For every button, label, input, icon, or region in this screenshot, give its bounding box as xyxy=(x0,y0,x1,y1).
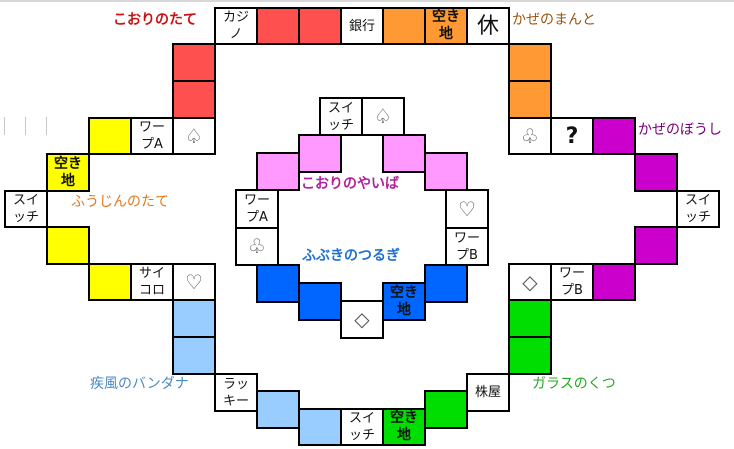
property-square-blue[interactable] xyxy=(424,264,468,303)
vacant-lot-square-green[interactable]: 空き 地 xyxy=(382,408,426,446)
label-kori-no-tate: こおりのたて xyxy=(113,12,197,28)
property-square-purple[interactable] xyxy=(634,153,678,192)
diamond-icon: ◇ xyxy=(522,269,538,294)
grid-tick xyxy=(46,117,47,135)
vacant-lot-square-blue[interactable]: 空き 地 xyxy=(382,282,426,321)
property-square-red[interactable] xyxy=(172,43,216,82)
dice-square[interactable]: サイ コロ xyxy=(130,263,174,301)
label-garasu-no-kutsu: ガラスのくつ xyxy=(532,376,616,392)
property-square-light-blue[interactable] xyxy=(172,336,216,375)
property-square-pink[interactable] xyxy=(424,152,468,191)
property-square-purple[interactable] xyxy=(592,117,636,155)
label-fubuki-no-tsurugi: ふぶきのつるぎ xyxy=(302,248,400,264)
grid-tick xyxy=(4,117,5,135)
property-square-green[interactable] xyxy=(424,390,468,429)
warp-a-square[interactable]: ワー プA xyxy=(130,117,174,155)
label-hayate-no-bandana: 疾風のバンダナ xyxy=(90,376,189,392)
property-square-yellow[interactable] xyxy=(88,117,132,155)
property-square-yellow[interactable] xyxy=(46,226,90,265)
bank-square[interactable]: 銀行 xyxy=(340,7,384,45)
grid-tick xyxy=(25,117,26,135)
property-square-orange[interactable] xyxy=(508,43,552,82)
club-icon: ♧ xyxy=(248,234,266,258)
inner-diamond-card-square[interactable]: ◇ xyxy=(340,300,384,339)
inner-switch-square[interactable]: スイ ッチ xyxy=(319,97,363,136)
property-square-red[interactable] xyxy=(172,80,216,119)
heart-icon: ♡ xyxy=(185,269,203,294)
property-square-pink[interactable] xyxy=(382,134,426,173)
property-square-yellow[interactable] xyxy=(88,263,132,301)
question-square[interactable]: ? xyxy=(550,117,594,155)
heart-icon: ♡ xyxy=(458,196,476,221)
property-square-green[interactable] xyxy=(508,336,552,375)
spade-card-square[interactable]: ♤ xyxy=(172,117,216,155)
property-square-red[interactable] xyxy=(256,7,300,45)
label-kaze-no-manto: かぜのまんと xyxy=(512,12,596,28)
property-square-purple[interactable] xyxy=(634,226,678,265)
property-square-red[interactable] xyxy=(298,7,342,45)
casino-square[interactable]: カジ ノ xyxy=(214,7,258,45)
lucky-square[interactable]: ラッ キー xyxy=(214,373,258,412)
property-square-pink[interactable] xyxy=(256,152,300,191)
switch-square-bottom[interactable]: スイ ッチ xyxy=(340,408,384,446)
spade-icon: ♤ xyxy=(185,123,203,148)
vacant-lot-square-yellow[interactable]: 空き 地 xyxy=(46,153,90,192)
inner-spade-card-square[interactable]: ♤ xyxy=(361,97,405,136)
property-square-blue[interactable] xyxy=(256,264,300,303)
switch-square-right[interactable]: スイ ッチ xyxy=(676,190,720,228)
property-square-blue[interactable] xyxy=(298,282,342,321)
property-square-orange[interactable] xyxy=(508,80,552,119)
stock-broker-square[interactable]: 株屋 xyxy=(466,373,510,412)
switch-square-left[interactable]: スイ ッチ xyxy=(4,190,48,228)
property-square-light-blue[interactable] xyxy=(298,408,342,446)
club-card-square[interactable]: ♧ xyxy=(508,117,552,155)
diamond-icon: ◇ xyxy=(354,307,370,331)
vacant-lot-square-orange[interactable]: 空き 地 xyxy=(424,7,468,45)
inner-warp-b-square[interactable]: ワー プB xyxy=(445,227,489,266)
top-border xyxy=(0,0,734,2)
property-square-purple[interactable] xyxy=(592,263,636,301)
rest-square[interactable]: 休 xyxy=(466,7,510,45)
label-fuujin-no-tate: ふうじんのたて xyxy=(71,194,169,210)
warp-b-square[interactable]: ワー プB xyxy=(550,263,594,301)
inner-warp-a-square[interactable]: ワー プA xyxy=(235,189,279,229)
property-square-pink[interactable] xyxy=(298,134,342,173)
property-square-green[interactable] xyxy=(508,299,552,338)
diamond-card-square[interactable]: ◇ xyxy=(508,263,552,301)
label-kaze-no-boushi: かぜのぼうし xyxy=(638,122,722,138)
club-icon: ♧ xyxy=(521,123,539,148)
heart-card-square[interactable]: ♡ xyxy=(172,263,216,301)
inner-club-card-square[interactable]: ♧ xyxy=(235,227,279,266)
property-square-light-blue[interactable] xyxy=(256,390,300,429)
spade-icon: ♤ xyxy=(374,104,392,128)
property-square-light-blue[interactable] xyxy=(172,299,216,338)
inner-heart-card-square[interactable]: ♡ xyxy=(445,189,489,229)
property-square-orange[interactable] xyxy=(382,7,426,45)
label-kori-no-yaiba: こおりのやいば xyxy=(301,176,399,192)
